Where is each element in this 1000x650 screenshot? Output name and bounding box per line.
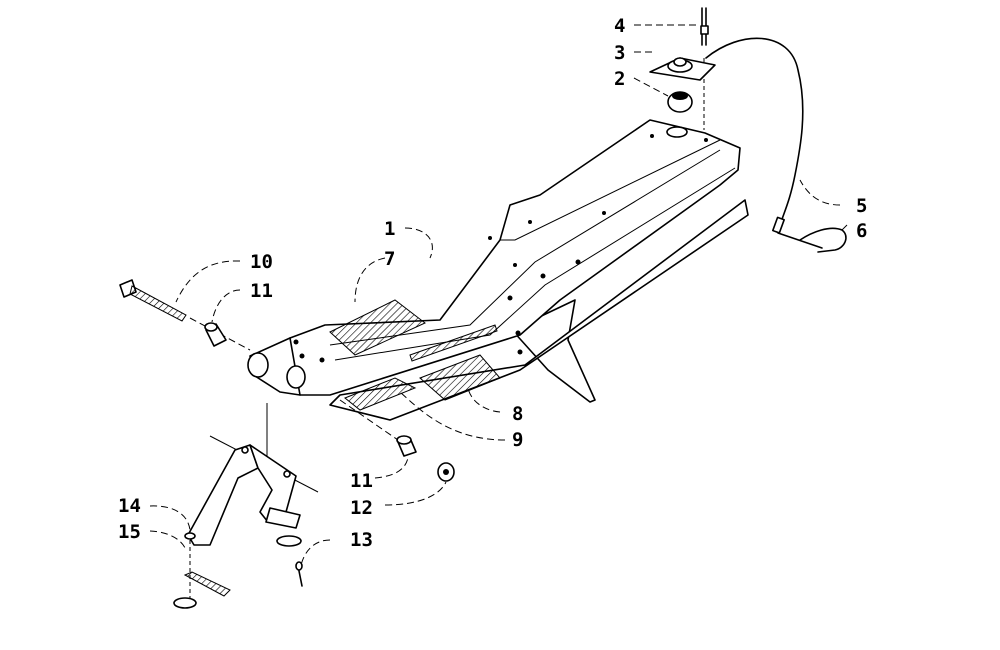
- pin-4: [700, 7, 709, 130]
- callout-6: 6: [856, 220, 867, 242]
- callout-11-upper: 11: [250, 280, 273, 302]
- spacer-11-lower: [339, 399, 417, 457]
- decal-7: [329, 299, 426, 356]
- leader-lines: [149, 24, 848, 566]
- callout-15: 15: [118, 521, 141, 543]
- hitch-pin-6: [777, 227, 847, 253]
- tether-cable-5: [705, 37, 804, 234]
- callout-4: 4: [614, 15, 625, 37]
- decal-8: [419, 354, 501, 401]
- callout-8: 8: [512, 403, 523, 425]
- callout-labels: 4 3 2 5 6 1 7 10 11 8 9 11 12 13 14 15: [118, 15, 867, 551]
- callout-12: 12: [350, 497, 373, 519]
- decal-9: [344, 377, 417, 411]
- callout-10: 10: [250, 251, 273, 273]
- grommet-2: [667, 91, 693, 113]
- callout-2: 2: [614, 68, 625, 90]
- callout-13: 13: [350, 529, 373, 551]
- callout-11-lower: 11: [350, 470, 373, 492]
- callout-5: 5: [856, 195, 867, 217]
- pin-13: [295, 561, 303, 587]
- mounting-plate-3: [649, 57, 716, 81]
- bolt-10: [119, 279, 251, 351]
- foot-plate-15: [173, 571, 231, 609]
- callout-1: 1: [384, 218, 395, 240]
- callout-14: 14: [118, 495, 141, 517]
- washer-12: [437, 462, 455, 482]
- spacer-11-upper: [204, 322, 227, 347]
- callout-3: 3: [614, 42, 625, 64]
- callout-7: 7: [384, 248, 395, 270]
- callout-9: 9: [512, 429, 523, 451]
- bracket-assembly: [184, 403, 319, 598]
